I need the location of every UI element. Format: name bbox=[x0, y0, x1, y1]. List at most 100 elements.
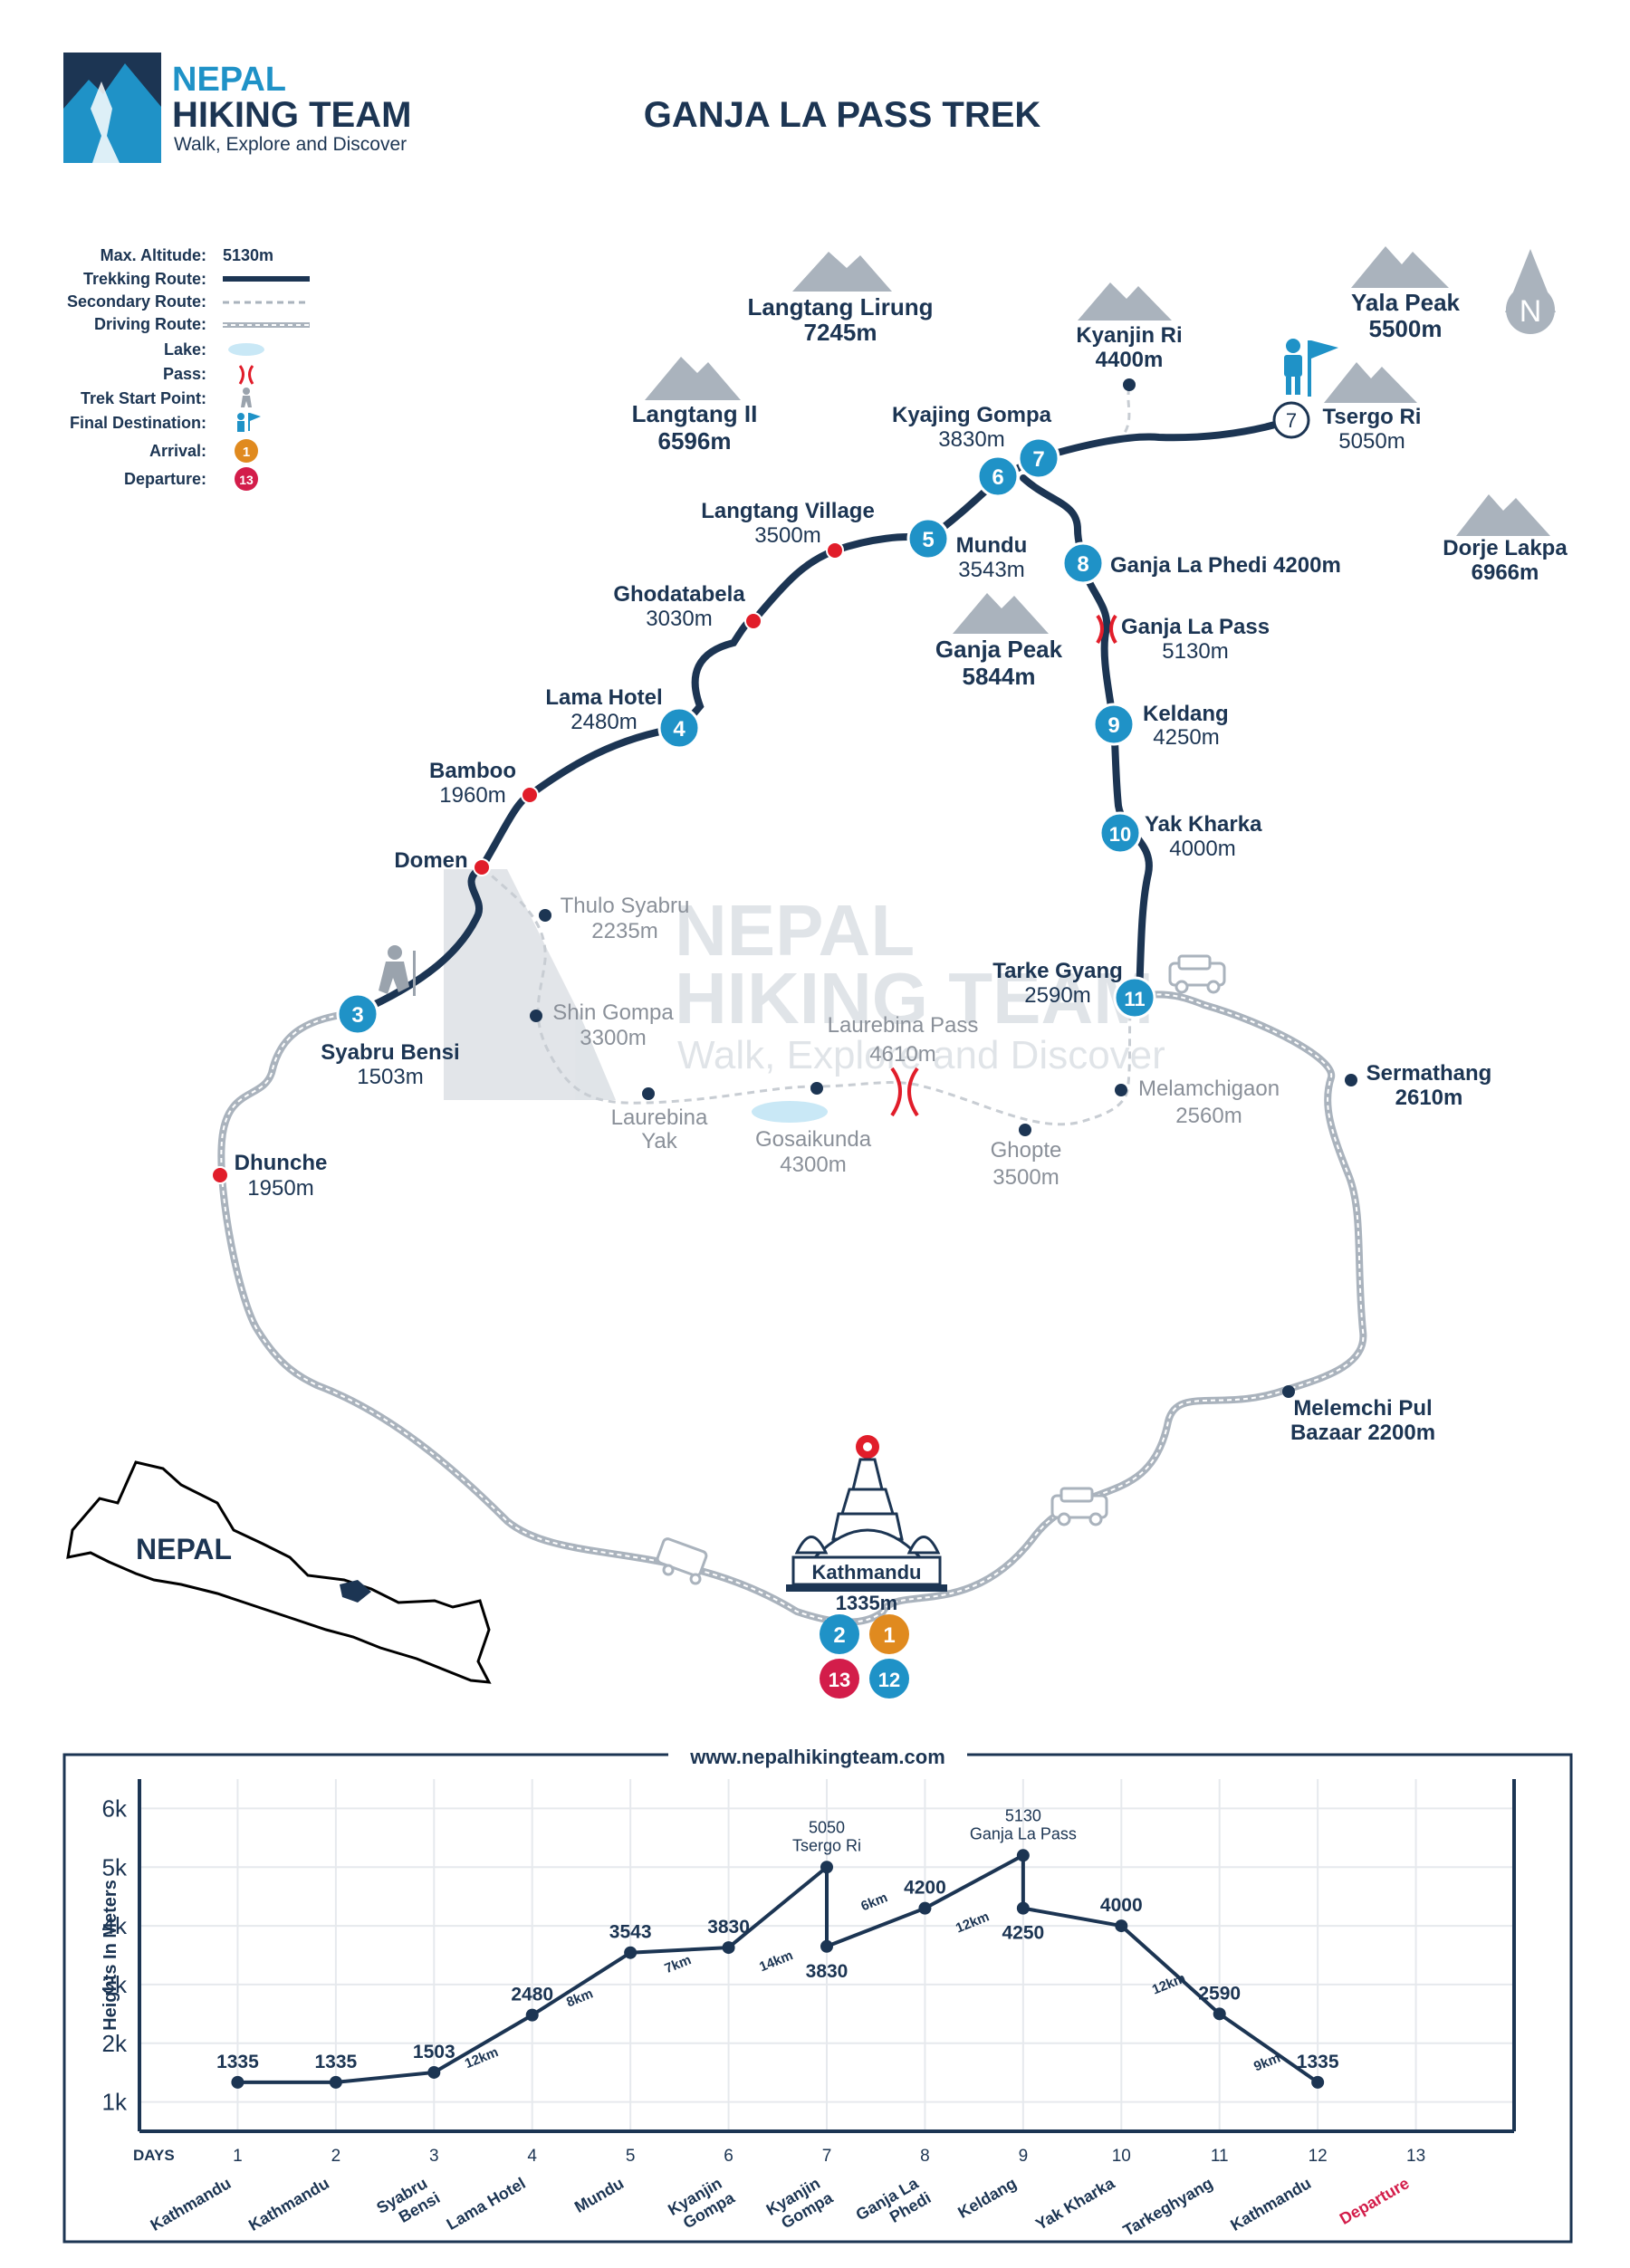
stop-name: Yak Kharka bbox=[1145, 812, 1262, 837]
stop-alt: 3543m bbox=[958, 558, 1024, 582]
mountain-icon bbox=[1324, 362, 1417, 403]
domen-point bbox=[473, 858, 491, 876]
peak-name: Langtang Lirung bbox=[747, 293, 933, 321]
stop-badge bbox=[1017, 436, 1060, 480]
place-alt: Bazaar 2200m bbox=[1290, 1421, 1435, 1445]
lake-icon bbox=[228, 343, 264, 356]
place-name: Ghodatabela bbox=[613, 582, 745, 607]
kathmandu-badge bbox=[820, 1659, 859, 1699]
brand-logo bbox=[63, 53, 161, 163]
day-place-label: Kathmandu bbox=[245, 2174, 332, 2235]
stop-badge bbox=[1092, 703, 1136, 746]
trek-start-hiker-icon bbox=[379, 945, 416, 996]
kathmandu-alt: 1335m bbox=[836, 1592, 898, 1614]
dhunche-point bbox=[211, 1166, 229, 1184]
stop-badge bbox=[1272, 401, 1310, 439]
distance-label: 12km bbox=[463, 2044, 501, 2072]
stop-badge bbox=[976, 455, 1020, 498]
place-name: Sermathang bbox=[1366, 1061, 1492, 1086]
secondary-place-name: Ghopte bbox=[991, 1138, 1062, 1163]
stop-badge bbox=[1113, 976, 1156, 1019]
secondary-place-alt: 2560m bbox=[1175, 1104, 1242, 1128]
stop-badge-num: 3 bbox=[351, 1003, 363, 1028]
elevation-point-value: 3830 bbox=[707, 1917, 750, 1938]
stop-name: Ganja La Pass bbox=[1121, 615, 1270, 639]
page-title: GANJA LA PASS TREK bbox=[644, 95, 1041, 135]
elevation-point bbox=[1115, 1919, 1128, 1933]
elevation-point-value: 4200 bbox=[904, 1878, 946, 1899]
secondary-place-alt: Yak bbox=[641, 1129, 678, 1153]
secondary-place-alt: 3500m bbox=[992, 1165, 1059, 1190]
day-place-label: Kathmandu bbox=[1227, 2174, 1314, 2235]
gosaikunda-point bbox=[810, 1082, 823, 1095]
secondary-place-alt: 4610m bbox=[869, 1042, 935, 1067]
stop-badges: 7 6 7 5 8 9 10 11 4 3 bbox=[336, 401, 1310, 1036]
elevation-point bbox=[1213, 2007, 1226, 2021]
place-name: Dhunche bbox=[235, 1151, 328, 1175]
peak-alt: 4400m bbox=[1096, 348, 1164, 372]
legend-departure-num: 13 bbox=[239, 473, 254, 487]
elevation-point-value: 2480 bbox=[511, 1985, 553, 2005]
kathmandu-locator bbox=[340, 1580, 371, 1603]
compass-letter: N bbox=[1520, 294, 1542, 329]
jeep-icon bbox=[1050, 1487, 1108, 1526]
driving-route-dash bbox=[220, 993, 1365, 1623]
elevation-line bbox=[237, 1852, 1319, 2084]
place-name: Bamboo bbox=[429, 759, 516, 783]
legend-start-label: Trek Start Point: bbox=[81, 389, 206, 407]
stop-badge bbox=[1061, 541, 1105, 585]
sermathang-point bbox=[1345, 1074, 1357, 1086]
departure-badge-icon bbox=[235, 467, 258, 491]
stop-name: Syabru Bensi bbox=[321, 1040, 459, 1065]
place-name: Melemchi Pul bbox=[1293, 1396, 1432, 1421]
legend-driving-label: Driving Route: bbox=[94, 315, 206, 333]
peak-alt: 6596m bbox=[658, 427, 732, 455]
x-tick-label: 3 bbox=[429, 2147, 439, 2166]
place-alt: 3030m bbox=[646, 607, 712, 631]
legend-pass-label: Pass: bbox=[163, 365, 206, 383]
elevation-point bbox=[525, 2008, 539, 2022]
stop-alt: 5130m bbox=[1162, 639, 1228, 664]
day-place-label: Mundu bbox=[571, 2174, 627, 2216]
secondary-place-alt: 4300m bbox=[780, 1153, 846, 1177]
elevation-point bbox=[820, 1939, 833, 1953]
kathmandu-badge-num: 13 bbox=[829, 1669, 850, 1691]
secondary-place-alt: 3300m bbox=[580, 1026, 646, 1050]
day-place-label: Keldang bbox=[954, 2174, 1020, 2222]
kathmandu-badge-num: 2 bbox=[833, 1623, 845, 1648]
elevation-point bbox=[329, 2075, 342, 2089]
elevation-point-value: 1335 bbox=[1297, 2052, 1339, 2072]
hiker-icon bbox=[241, 388, 252, 407]
nepal-label: NEPAL bbox=[136, 1533, 232, 1565]
brand-tagline: Walk, Explore and Discover bbox=[174, 134, 407, 155]
peak-name: Ganja Peak bbox=[935, 636, 1063, 663]
secondary-place-name: Laurebina bbox=[611, 1105, 708, 1130]
kyanjin-ri-point bbox=[1123, 378, 1136, 391]
x-tick-label: 5 bbox=[626, 2147, 636, 2166]
distance-label: 12km bbox=[1150, 1970, 1188, 1997]
stupa-icon bbox=[786, 1435, 947, 1592]
secondary-route bbox=[481, 866, 1134, 1126]
stop-badge bbox=[906, 517, 950, 560]
elevation-point-value: 4250 bbox=[1002, 1923, 1044, 1944]
mountain-icon bbox=[792, 252, 892, 292]
stop-badge-num: 5 bbox=[922, 528, 934, 552]
kathmandu-badge-num: 12 bbox=[878, 1669, 900, 1691]
elevation-point bbox=[1016, 1849, 1030, 1862]
website-url[interactable]: www.nepalhikingteam.com bbox=[689, 1746, 945, 1768]
x-tick-label: 10 bbox=[1112, 2147, 1131, 2166]
peak-alt: 5500m bbox=[1369, 315, 1443, 342]
mountain-icon bbox=[1456, 494, 1550, 536]
stop-name: Keldang bbox=[1143, 702, 1229, 726]
kathmandu-label: Kathmandu bbox=[812, 1561, 922, 1584]
elevation-point bbox=[624, 1946, 638, 1959]
elevation-point-value: 1335 bbox=[314, 2052, 357, 2072]
peak-name: Kyanjin Ri bbox=[1076, 323, 1182, 348]
y-tick-label: 2k bbox=[102, 2030, 128, 2057]
stop-name: Lama Hotel bbox=[545, 685, 662, 710]
stop-badge-num: 6 bbox=[992, 465, 1003, 490]
kathmandu-badge bbox=[869, 1659, 909, 1699]
peak-alt: 5844m bbox=[963, 663, 1036, 690]
x-tick-label: 8 bbox=[920, 2147, 930, 2166]
